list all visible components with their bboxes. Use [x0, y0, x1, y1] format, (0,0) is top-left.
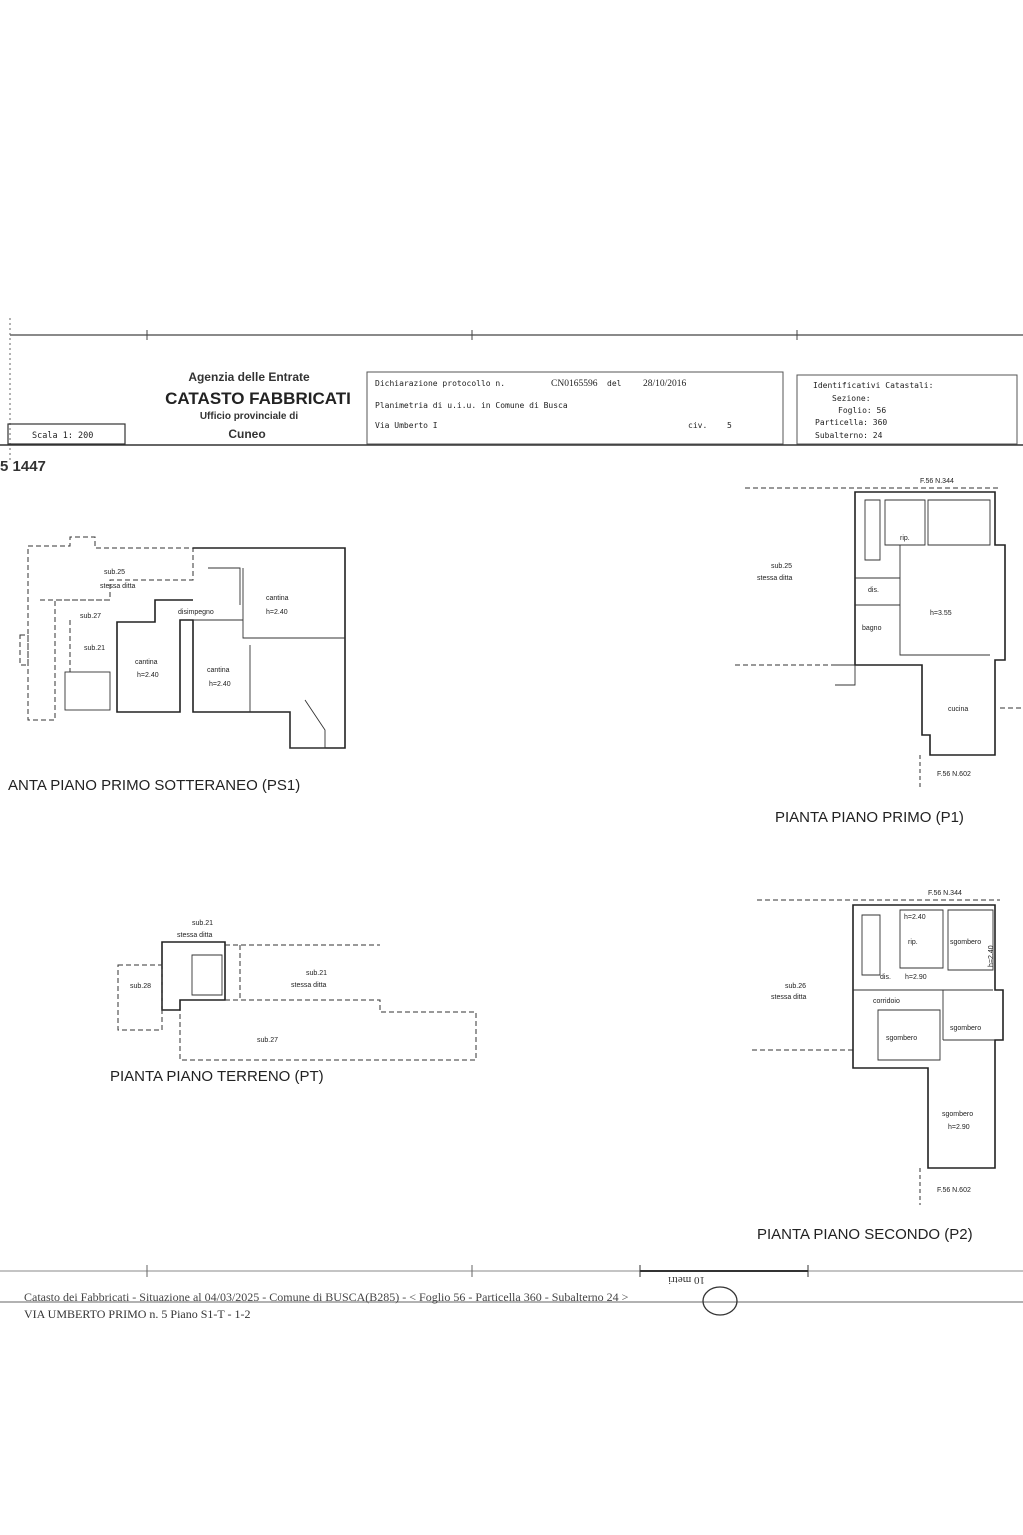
ps1-label: cantina: [207, 667, 230, 674]
scale-label: Scala 1: 200: [32, 431, 93, 441]
ps1-label: sub.27: [80, 613, 101, 620]
p1-label: F.56 N.602: [937, 771, 971, 778]
declaration-date: 28/10/2016: [643, 379, 687, 389]
p2-label: F.56 N.602: [937, 1187, 971, 1194]
declaration-label: Dichiarazione protocollo n.: [375, 379, 505, 388]
pt-label: sub.28: [130, 983, 151, 990]
pt-label: sub.21: [306, 970, 327, 977]
p2-label: dis.: [880, 974, 891, 981]
ps1-label: cantina: [135, 659, 158, 666]
p1-label: h=3.55: [930, 610, 952, 617]
plan-p2-title: PIANTA PIANO SECONDO (P2): [757, 1226, 973, 1243]
footer-address: VIA UMBERTO PRIMO n. 5 Piano S1-T - 1-2: [24, 1307, 251, 1321]
p2-label: sgombero: [942, 1111, 973, 1118]
plan-pt: sub.21 stessa ditta sub.21 stessa ditta …: [117, 920, 477, 1061]
street-address: Via Umberto I: [375, 421, 438, 430]
p1-label: rip.: [900, 535, 910, 542]
plan-ps1-title: ANTA PIANO PRIMO SOTTERANEO (PS1): [8, 777, 300, 794]
pt-label: stessa ditta: [291, 982, 327, 989]
foglio: Foglio: 56: [838, 406, 886, 415]
protocol-number: CN0165596: [551, 379, 598, 389]
plan-p1-title: PIANTA PIANO PRIMO (P1): [775, 809, 964, 826]
plan-pt-title: PIANTA PIANO TERRENO (PT): [110, 1068, 324, 1085]
p2-label: sgombero: [886, 1035, 917, 1042]
p2-label: h=2.90: [905, 974, 927, 981]
ids-title: Identificativi Catastali:: [813, 381, 933, 390]
p1-label: F.56 N.344: [920, 478, 954, 485]
p2-label: rip.: [908, 939, 918, 946]
sezione: Sezione:: [832, 394, 871, 403]
pt-label: stessa ditta: [177, 932, 213, 939]
p2-label: sub.26: [785, 983, 806, 990]
plan-p1: F.56 N.344 rip. sub.25 stessa ditta dis.…: [735, 478, 1023, 790]
ps1-label: sub.21: [84, 645, 105, 652]
plan-municipality: Planimetria di u.i.u. in Comune di Busca: [375, 401, 568, 410]
ps1-label: h=2.40: [209, 681, 231, 688]
ps1-label: h=2.40: [137, 672, 159, 679]
p2-label: F.56 N.344: [928, 890, 962, 897]
footer-frame: [0, 1265, 1023, 1316]
p2-label: stessa ditta: [771, 994, 807, 1001]
ps1-label: sub.25: [104, 569, 125, 576]
header-frame: [0, 318, 1023, 460]
subalterno: Subalterno: 24: [815, 431, 883, 440]
p2-label: sgombero: [950, 939, 981, 946]
circled-subalterno-mark: [702, 1286, 738, 1316]
p1-label: bagno: [862, 625, 882, 632]
ps1-label: stessa ditta: [100, 583, 136, 590]
ps1-label: h=2.40: [266, 609, 288, 616]
agency-name: Agenzia delle Entrate: [188, 370, 310, 384]
catasto-title: CATASTO FABBRICATI: [165, 389, 351, 408]
p2-label: h=2.40: [904, 914, 926, 921]
pt-label: sub.21: [192, 920, 213, 927]
civ-number: 5: [727, 421, 732, 430]
footer-situation: Catasto dei Fabbricati - Situazione al 0…: [24, 1290, 629, 1304]
del-label: del: [607, 379, 622, 388]
office-city: Cuneo: [228, 427, 265, 441]
page-code: 5 1447: [0, 458, 46, 475]
p2-label: corridoio: [873, 998, 900, 1005]
office-label: Ufficio provinciale di: [200, 411, 299, 422]
ps1-label: cantina: [266, 595, 289, 602]
p1-label: stessa ditta: [757, 575, 793, 582]
p1-label: cucina: [948, 706, 968, 713]
particella: Particella: 360: [815, 418, 887, 427]
scale-bar-label: 10 metri: [668, 1274, 705, 1286]
plan-ps1: sub.25 stessa ditta sub.27 sub.21 disimp…: [19, 536, 346, 749]
p1-label: dis.: [868, 587, 879, 594]
p2-label: h=2.40: [988, 945, 995, 967]
ps1-label: disimpegno: [178, 609, 214, 616]
p2-label: h=2.90: [948, 1124, 970, 1131]
p2-label: sgombero: [950, 1025, 981, 1032]
civ-label: civ.: [688, 421, 707, 430]
p1-label: sub.25: [771, 563, 792, 570]
pt-label: sub.27: [257, 1037, 278, 1044]
plan-p2: F.56 N.344 h=2.40 rip. sgombero h=2.40 d…: [752, 890, 1004, 1205]
